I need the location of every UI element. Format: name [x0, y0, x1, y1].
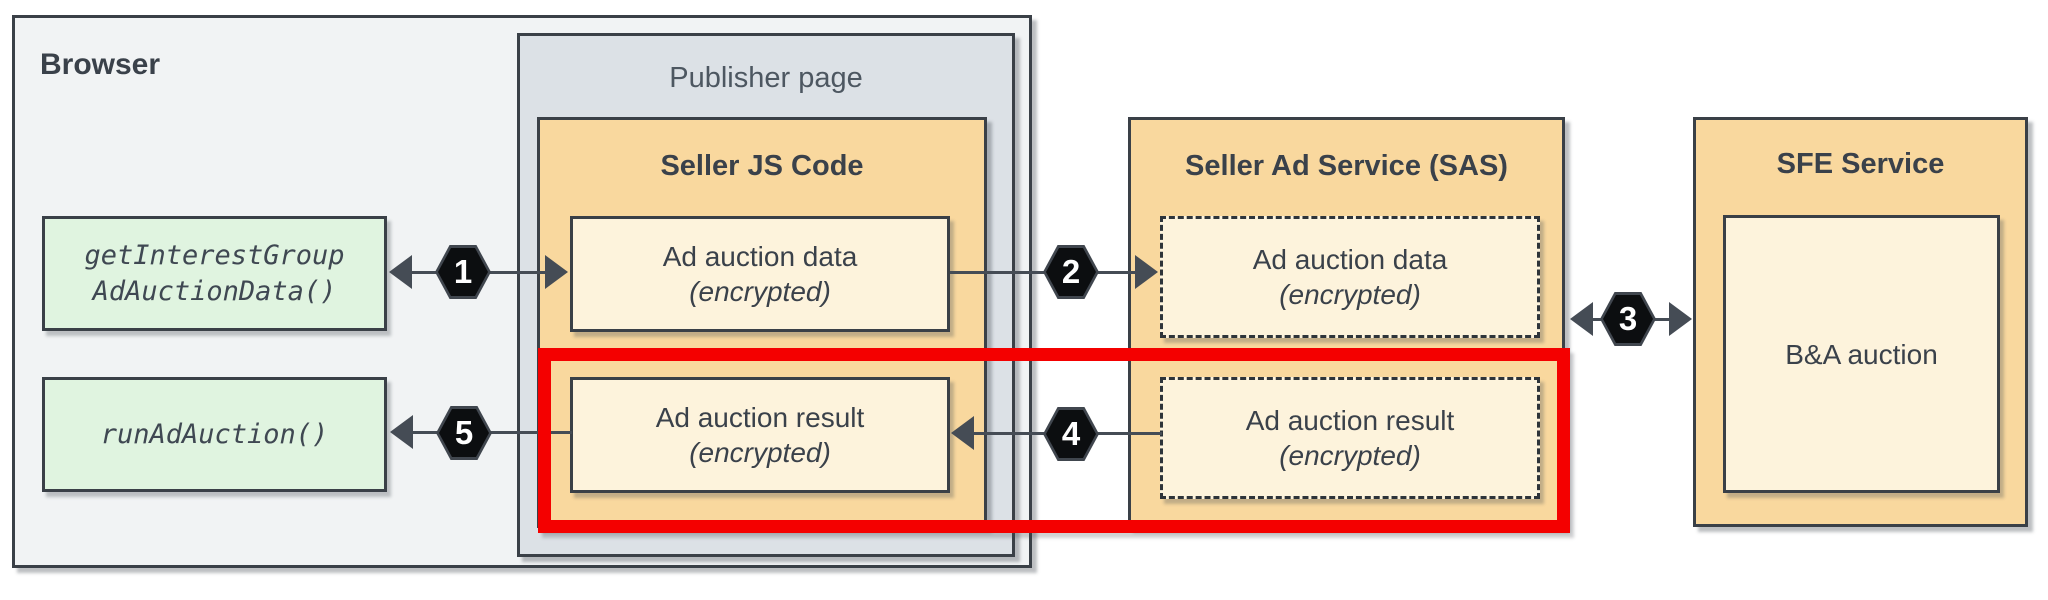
- arrowhead-step3-left-icon: [1570, 302, 1593, 336]
- highlight-rectangle: [538, 348, 1570, 533]
- js-ad-auction-result-node: Ad auction result (encrypted): [570, 377, 950, 493]
- sas-ad-auction-result-label: Ad auction result: [1245, 405, 1455, 436]
- js-ad-auction-result-label: Ad auction result: [655, 402, 865, 433]
- step-3-number: 3: [1603, 295, 1653, 343]
- arrowhead-step3-right-icon: [1669, 302, 1692, 336]
- step-2-hexagon-badge: 2: [1043, 245, 1099, 299]
- step-3-hexagon-badge: 3: [1600, 292, 1656, 346]
- ba-auction-node: B&A auction: [1723, 215, 2000, 493]
- arrowhead-step1-right-icon: [545, 255, 568, 289]
- publisher-page-label: Publisher page: [669, 62, 863, 94]
- step-2-number: 2: [1046, 248, 1096, 296]
- get-interest-group-line1: getInterestGroup: [84, 239, 345, 271]
- browser-label: Browser: [40, 48, 161, 81]
- ba-auction-label: B&A auction: [1785, 338, 1938, 370]
- sfe-service-label: SFE Service: [1776, 148, 1945, 180]
- sas-ad-auction-result-node: Ad auction result (encrypted): [1160, 377, 1540, 499]
- run-ad-auction-node: runAdAuction(): [42, 377, 387, 492]
- arrowhead-step4-left-icon: [951, 416, 974, 450]
- seller-ad-service-label: Seller Ad Service (SAS): [1185, 150, 1508, 182]
- get-interest-group-ad-auction-data-node: getInterestGroup AdAuctionData(): [42, 216, 387, 331]
- js-ad-auction-data-node: Ad auction data (encrypted): [570, 216, 950, 332]
- arrowhead-step2-right-icon: [1135, 255, 1158, 289]
- step-1-number: 1: [438, 248, 488, 296]
- get-interest-group-line2: AdAuctionData(): [92, 275, 337, 307]
- sas-ad-auction-data-encrypted: (encrypted): [1279, 279, 1421, 310]
- js-ad-auction-result-encrypted: (encrypted): [689, 437, 831, 468]
- js-ad-auction-data-label: Ad auction data: [662, 241, 858, 272]
- run-ad-auction-label: runAdAuction(): [100, 418, 329, 450]
- sas-ad-auction-result-encrypted: (encrypted): [1279, 440, 1421, 471]
- sas-ad-auction-data-label: Ad auction data: [1252, 244, 1448, 275]
- sas-ad-auction-data-node: Ad auction data (encrypted): [1160, 216, 1540, 338]
- step-5-number: 5: [439, 409, 489, 457]
- seller-js-code-label: Seller JS Code: [660, 150, 864, 182]
- js-ad-auction-data-encrypted: (encrypted): [689, 276, 831, 307]
- arrowhead-step1-left-icon: [389, 255, 412, 289]
- arrowhead-step5-left-icon: [390, 415, 413, 449]
